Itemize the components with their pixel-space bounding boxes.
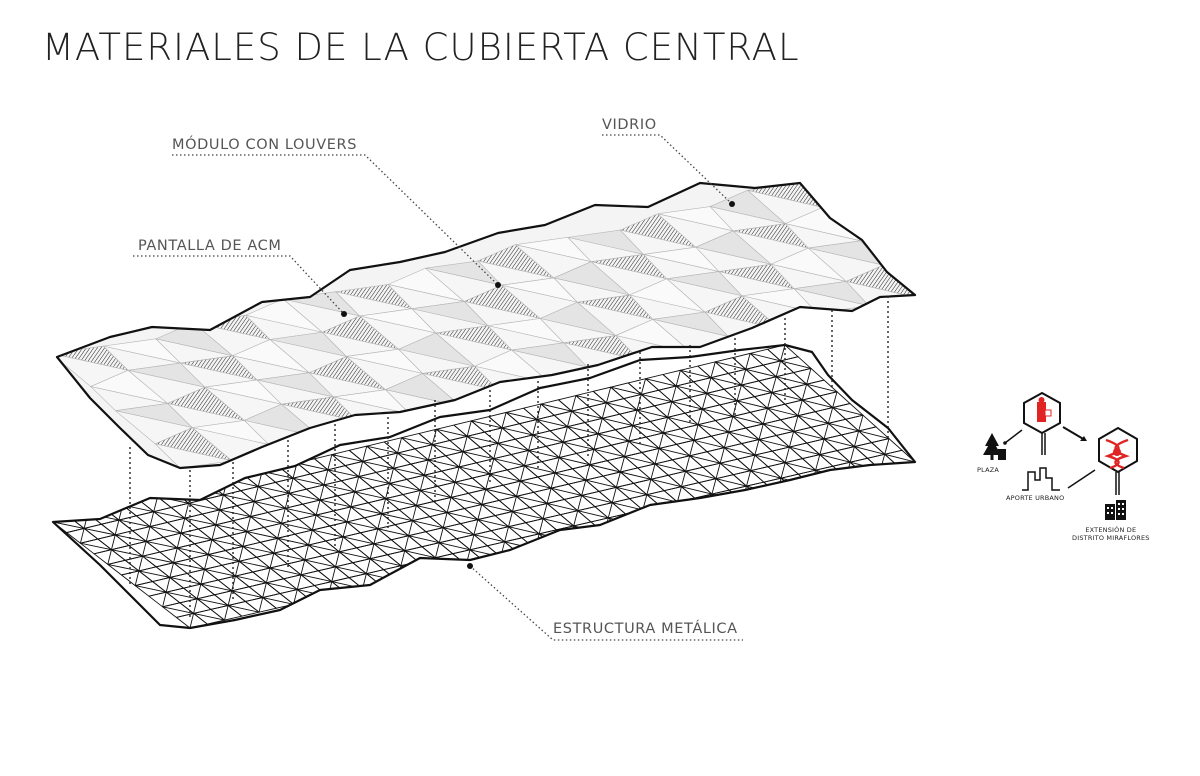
callout-pantalla-acm: PANTALLA DE ACM (138, 238, 282, 254)
upper-roof-layer (55, 181, 917, 470)
page-title: MATERIALES DE LA CUBIERTA CENTRAL (42, 26, 800, 69)
metal-structure-layer (51, 343, 917, 630)
person-hexagon-icon (1023, 391, 1061, 455)
leader-pantalla (133, 255, 345, 315)
leader-vidrio (602, 134, 733, 205)
callout-vidrio: VIDRIO (602, 117, 657, 133)
concept-legend (983, 391, 1138, 520)
callout-estructura-metalica: ESTRUCTURA METÁLICA (553, 621, 738, 637)
skyline-icon (1022, 467, 1060, 491)
callout-modulo-louvers: MÓDULO CON LOUVERS (172, 137, 358, 153)
leader-dots (341, 201, 735, 569)
leader-lines (133, 134, 743, 641)
legend-aporte-urbano: APORTE URBANO (1006, 494, 1065, 502)
leader-modulo (172, 154, 499, 286)
legend-extension-line2: DISTRITO MIRAFLORES (1072, 534, 1150, 542)
vertical-connectors (129, 296, 889, 618)
tree-icon (983, 433, 1006, 460)
leader-estructura (469, 565, 743, 641)
building-icon (1105, 500, 1126, 520)
legend-plaza: PLAZA (977, 466, 1000, 474)
dna-hexagon-icon (1098, 426, 1138, 495)
legend-extension-line1: EXTENSIÓN DE (1085, 526, 1137, 534)
legend-extension: EXTENSIÓN DE DISTRITO MIRAFLORES (1072, 526, 1150, 542)
